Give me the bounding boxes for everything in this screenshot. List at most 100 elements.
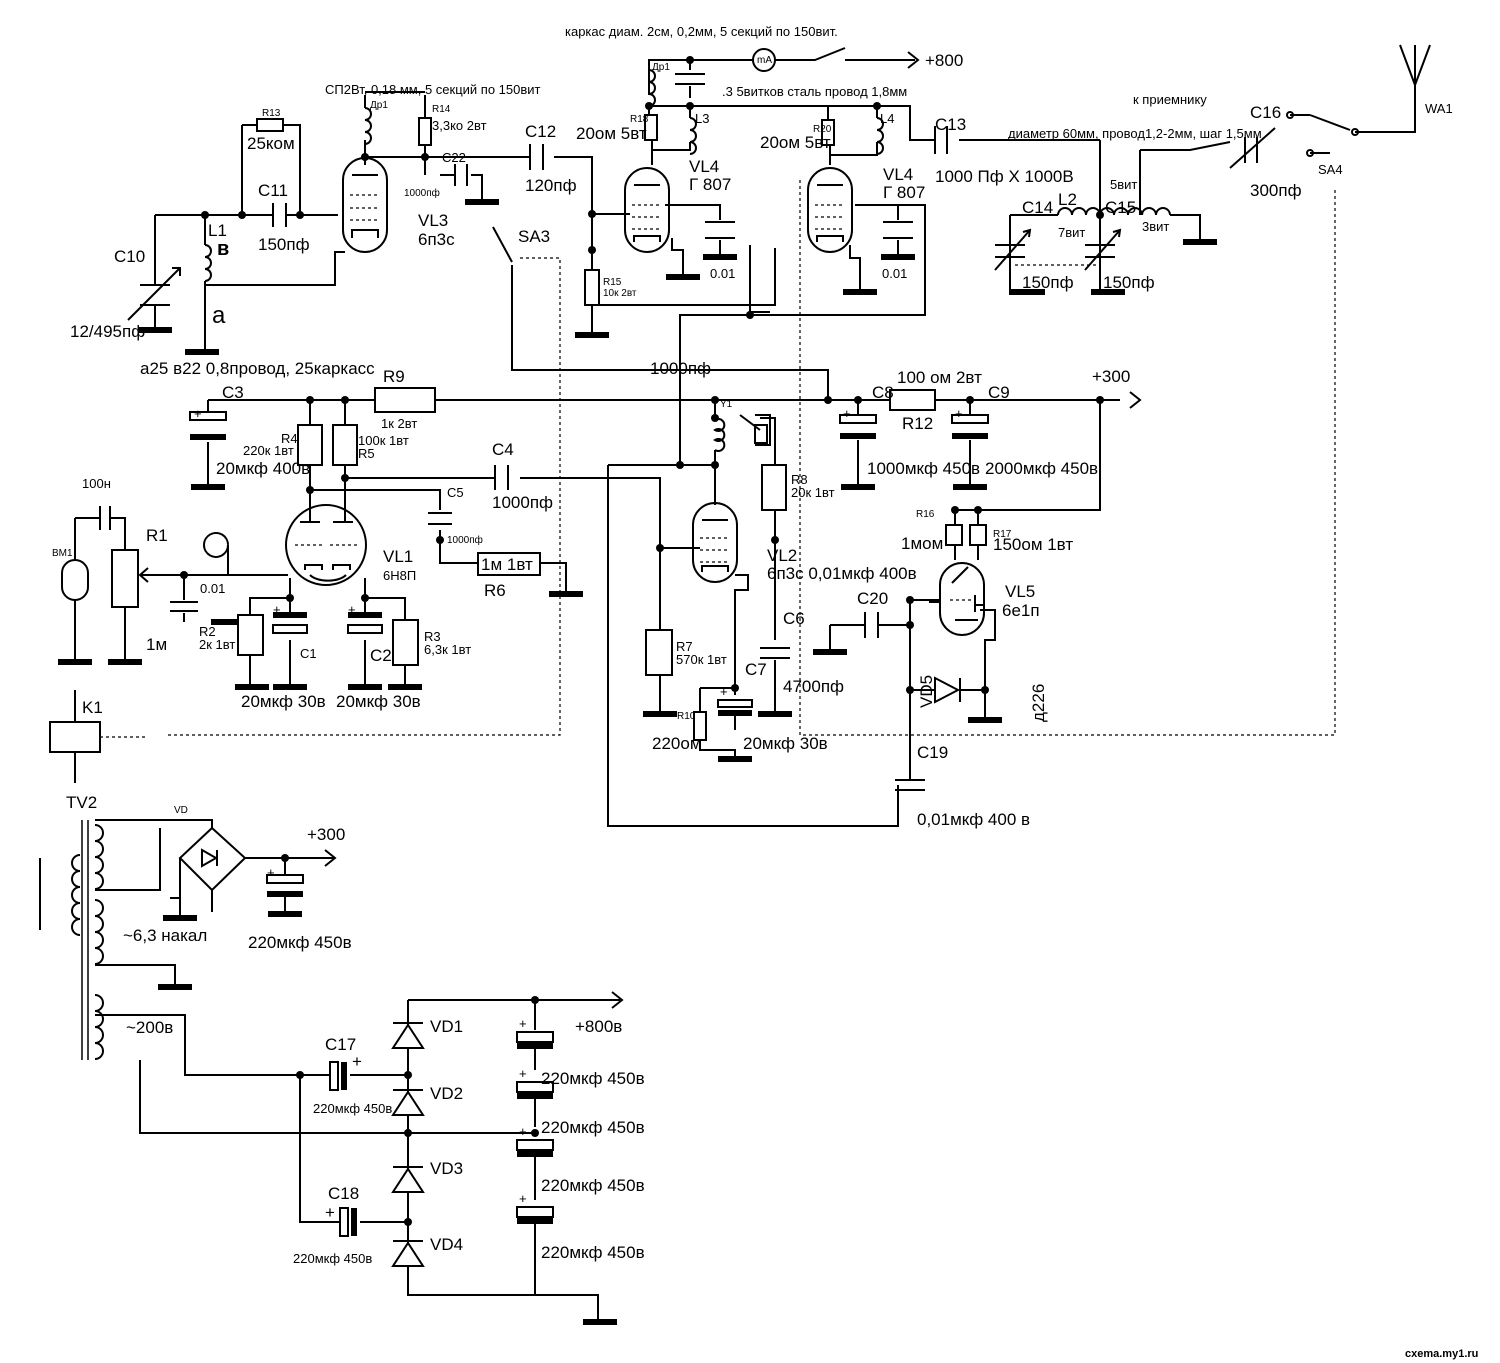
vl4b-type: Г 807	[883, 183, 925, 202]
r7-value: 570к 1вт	[676, 652, 727, 667]
c11-label: C11	[258, 181, 288, 200]
stack-cap-3: 220мкф 450в	[541, 1176, 645, 1195]
coupling-1000: 1000пф	[650, 359, 711, 378]
vl4b-tube	[807, 167, 853, 253]
c11-value: 150пф	[258, 235, 310, 254]
filament-label: ~6,3 накал	[123, 926, 207, 945]
r12-value: 100 ом 2вт	[897, 368, 982, 387]
supply-800-psu: +800в	[575, 1017, 622, 1036]
vl1-type: 6Н8П	[383, 568, 416, 583]
vl1-label: VL1	[383, 547, 413, 566]
capacitors	[99, 73, 1276, 1237]
r4-value: 220к 1вт	[243, 443, 294, 458]
r12-label: R12	[902, 414, 933, 433]
c9-value: 2000мкф 450в	[985, 459, 1098, 478]
vd3-label: VD3	[430, 1159, 463, 1178]
r14-value: 3,3ко 2вт	[432, 118, 487, 133]
vl3-type: 6п3с	[418, 230, 455, 249]
r5-label: R5	[358, 446, 375, 461]
secondary-200: ~200в	[126, 1018, 173, 1037]
c-001b: 0.01	[882, 266, 907, 281]
vl3-tube	[342, 157, 388, 253]
l3-spec: .3 5витков сталь провод 1,8мм	[722, 84, 907, 99]
c2-label: C2	[370, 646, 392, 665]
c19-value: 0,01мкф 400 в	[917, 810, 1030, 829]
l2-spec: диаметр 60мм, провод1,2-2мм, шаг 1,5мм	[1008, 126, 1262, 141]
r13-value: 25ком	[247, 134, 295, 153]
c13-value: 1000 Пф Х 1000В	[935, 167, 1074, 186]
stack-cap-1: 220мкф 450в	[541, 1069, 645, 1088]
r3-value: 6,3к 1вт	[424, 642, 471, 657]
stack-cap-2: 220мкф 450в	[541, 1118, 645, 1137]
c3-value: 20мкф 400в	[216, 459, 310, 478]
svg-text:+: +	[194, 406, 202, 421]
c-20-30: 20мкф 30в	[743, 734, 828, 753]
c6-label: C6	[783, 609, 805, 628]
c12-value: 120пф	[525, 176, 577, 195]
inductors	[39, 69, 1171, 1060]
r17-value: 150ом 1вт	[993, 535, 1073, 554]
labels: каркас диам. 2см, 0,2мм, 5 секций по 150…	[52, 24, 1478, 1360]
c3-label: C3	[222, 383, 244, 402]
mechanical-links	[100, 180, 1336, 738]
vd5-diode	[934, 676, 961, 704]
vl5-label: VL5	[1005, 582, 1035, 601]
psu-cap-value: 220мкф 450в	[248, 933, 352, 952]
c15-value: 150пф	[1103, 273, 1155, 292]
multiplier-diodes	[391, 1022, 425, 1267]
c1-value: 20мкф 30в	[241, 692, 326, 711]
vl4a-label: VL4	[689, 157, 719, 176]
vd-label: VD	[174, 805, 188, 816]
vl2-type: 6п3с 0,01мкф 400в	[767, 564, 917, 583]
vd5-label: VD5	[917, 675, 936, 708]
vl3-label: VL3	[418, 211, 448, 230]
dr1-a: Др1	[370, 100, 388, 111]
c8-value: 1000мкф 450в	[867, 459, 980, 478]
l1-b-tap: в	[217, 238, 229, 260]
supply-300-psu: +300	[307, 825, 345, 844]
r20-label: R20	[813, 124, 832, 135]
c16-label: C16	[1250, 103, 1281, 122]
l2-label: L2	[1058, 190, 1077, 209]
r20-value: 20ом 5вт	[760, 133, 831, 152]
junctions	[180, 56, 1104, 1226]
c5-label: C5	[447, 485, 464, 500]
svg-text:+: +	[843, 406, 851, 421]
l4-label: L4	[880, 111, 894, 126]
sa3-label: SA3	[518, 227, 550, 246]
bm1-label: BM1	[52, 548, 73, 559]
vl1-tube	[285, 504, 367, 586]
r9-label: R9	[383, 367, 405, 386]
vl5-type: 6е1п	[1002, 601, 1040, 620]
r14-label: R14	[432, 104, 451, 115]
r8-label: R8	[791, 472, 808, 487]
r10-value: 220ом	[652, 734, 702, 753]
c4-label: C4	[492, 440, 514, 459]
y1-label: Y1	[720, 399, 733, 410]
supply-300-top: +300	[1092, 367, 1130, 386]
milliammeter-icon	[752, 48, 776, 72]
dr1-b: Др1	[652, 62, 670, 73]
l1-spec: а25 в22 0,8провод, 25каркасс	[140, 359, 375, 378]
r6-value: 1м 1вт	[481, 555, 533, 574]
c13-label: C13	[935, 115, 966, 134]
svg-text:+: +	[267, 865, 275, 880]
vl4b-label: VL4	[883, 165, 913, 184]
c7-label: C7	[745, 660, 767, 679]
r9-value: 1к 2вт	[381, 416, 417, 431]
ma-label: mA	[757, 55, 772, 66]
c20-label: C20	[857, 589, 888, 608]
svg-text:+: +	[519, 1016, 527, 1031]
supply-800-top: +800	[925, 51, 963, 70]
shield-symbol	[203, 531, 229, 558]
c-001a: 0.01	[710, 266, 735, 281]
c5-value: 1000пф	[447, 534, 483, 546]
to-receiver: к приемнику	[1133, 92, 1207, 107]
r5-value: 100к 1вт	[358, 433, 409, 448]
c18-value: 220мкф 450в	[293, 1251, 372, 1266]
c16-value: 300пф	[1250, 181, 1302, 200]
c4-value: 1000пф	[492, 493, 553, 512]
r17-label: R17	[993, 529, 1012, 540]
mic-cap-value: 100н	[82, 476, 111, 491]
